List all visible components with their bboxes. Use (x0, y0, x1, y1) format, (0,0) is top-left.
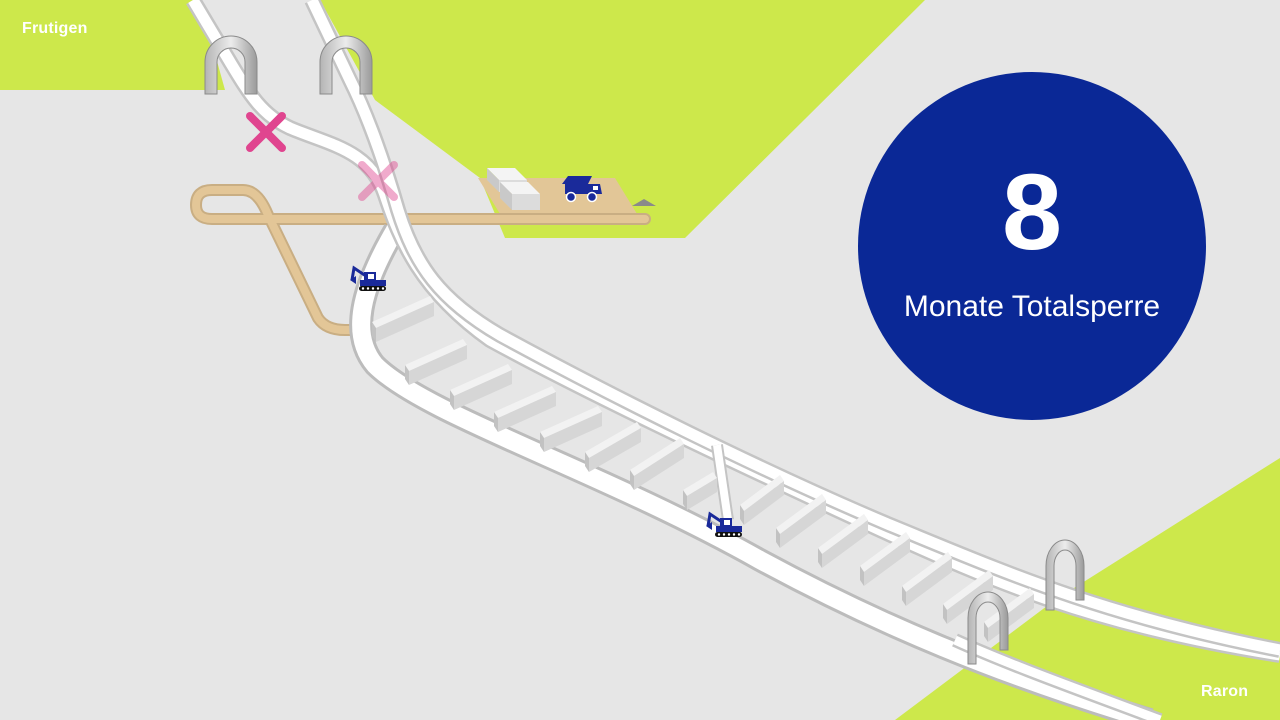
tunnel-portal-icon (319, 35, 373, 95)
origin-label: Frutigen (22, 20, 88, 37)
closed-x-icon (358, 161, 398, 201)
main-track-left-rails (188, 0, 1280, 661)
building-blocks (487, 168, 540, 210)
tunnel-portal-icon (204, 35, 258, 95)
duration-caption: Monate Totalsperre (903, 290, 1161, 323)
excavator-icon (706, 511, 742, 537)
dump-truck-icon (562, 176, 602, 203)
branch-track-rails (713, 444, 732, 521)
duration-number: 8 (1001, 151, 1063, 272)
tunnel-portal-icon (967, 591, 1009, 665)
closed-x-icon (246, 112, 286, 152)
closure-duration-badge: 8 Monate Totalsperre (858, 72, 1206, 420)
rock-pile (632, 199, 656, 206)
main-track-right-rails (307, 0, 1280, 656)
destination-label: Raron (1201, 683, 1249, 700)
excavator-icon (350, 265, 386, 291)
tunnel-portal-icon (1045, 539, 1085, 611)
terrain-top-left (0, 0, 225, 90)
retaining-walls (372, 296, 1034, 642)
terrain-top (320, 0, 925, 238)
detour-track-surface (192, 186, 649, 334)
terrain-bottom-right (895, 458, 1280, 720)
